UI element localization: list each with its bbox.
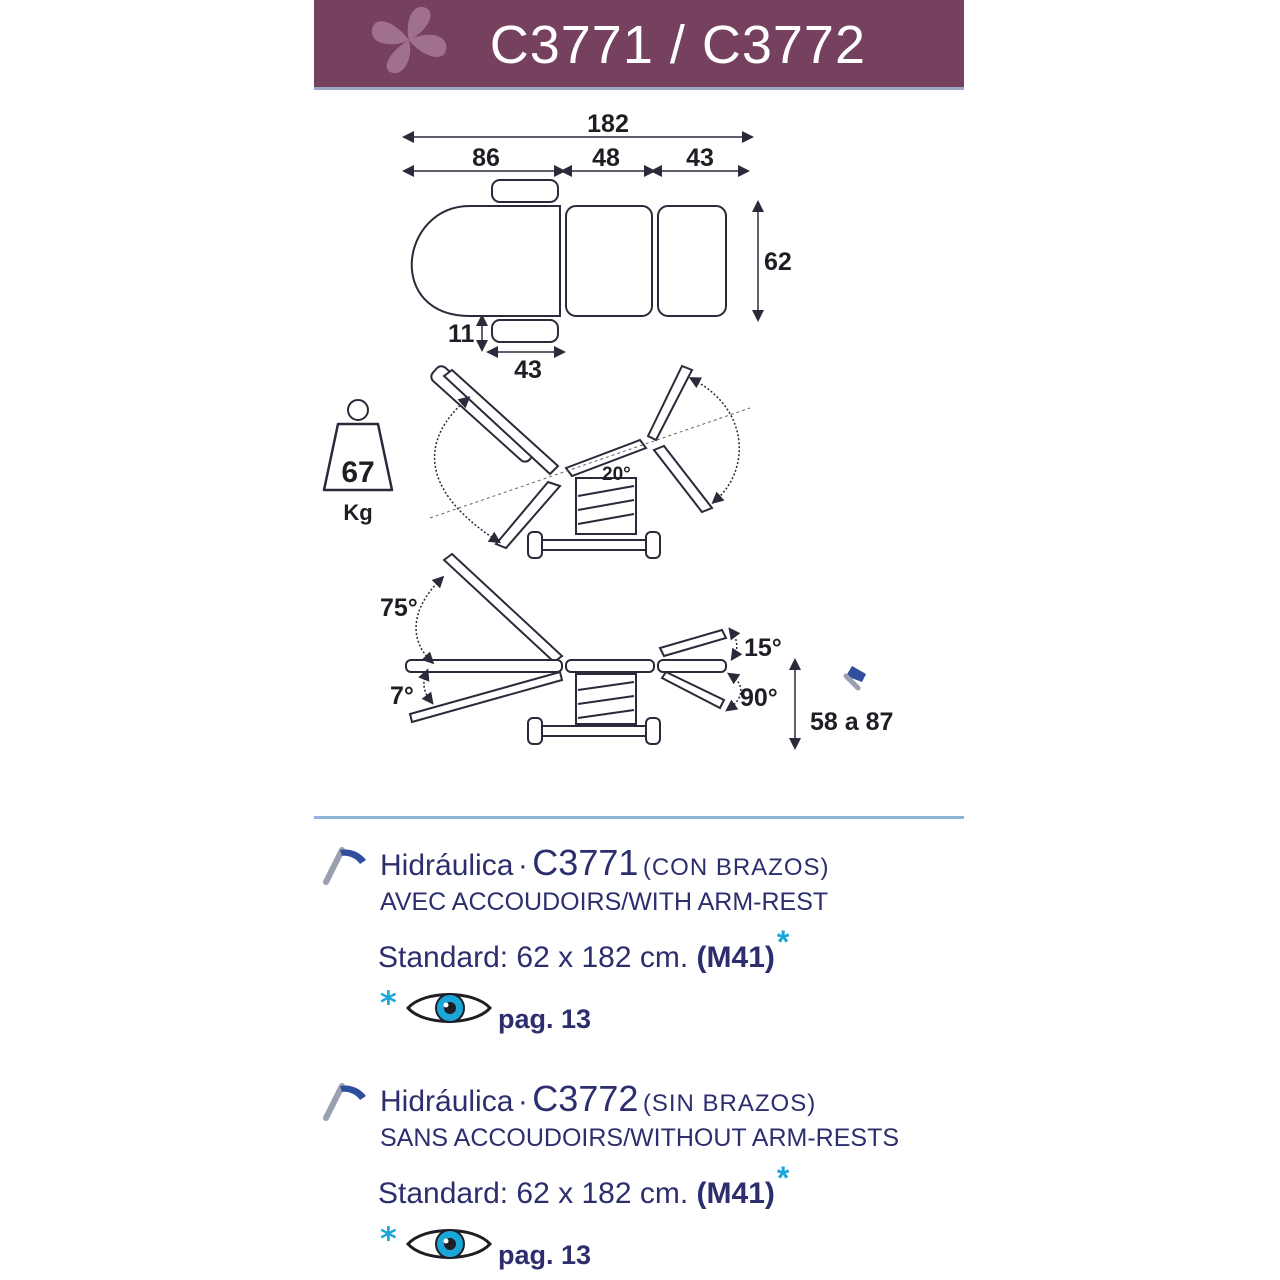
product-type: Hidráulica [380, 849, 514, 882]
asterisk-icon: * [776, 1160, 790, 1196]
hydraulic-badge-icon [323, 1083, 366, 1121]
dim-leg-section: 43 [686, 144, 714, 172]
page-title: C3771 / C3772 [489, 15, 866, 75]
angle-seat-tilt: 20° [602, 464, 631, 485]
product-separator: · [517, 1085, 528, 1118]
dim-width: 62 [764, 248, 792, 276]
dim-armrest-width: 11 [448, 320, 475, 348]
product-translation: AVEC ACCOUDOIRS/WITH ARM-REST [380, 888, 829, 916]
standard-size: Standard: 62 x 182 cm. [378, 1177, 689, 1210]
product-type: Hidráulica [380, 1085, 514, 1118]
dim-armrest-length: 43 [514, 356, 542, 384]
product-note: (CON BRAZOS) [642, 854, 830, 881]
product-heading: Hidráulica · C3772 (SIN BRAZOS) [380, 1078, 816, 1120]
product-separator: · [517, 849, 528, 882]
table-diagram: 67 Kg 182 86 48 43 62 11 43 20° 75° 7° 1… [322, 110, 893, 750]
dim-height-range: 58 a 87 [810, 708, 893, 736]
product-note: (SIN BRAZOS) [642, 1090, 817, 1117]
weight-unit: Kg [343, 500, 372, 525]
standard-size: Standard: 62 x 182 cm. [378, 941, 689, 974]
weight-value: 67 [341, 456, 374, 489]
product-translation: SANS ACCOUDOIRS/WITHOUT ARM-RESTS [380, 1124, 900, 1152]
product-heading: Hidráulica · C3771 (CON BRAZOS) [380, 842, 830, 884]
standard-model: (M41) [696, 1177, 775, 1210]
standard-model: (M41) [696, 941, 775, 974]
section-divider [314, 816, 964, 819]
angle-backrest-down: 7° [390, 682, 414, 710]
dim-total-length: 182 [587, 110, 629, 138]
eye-icon [405, 993, 493, 1023]
side-view-positions [405, 552, 743, 745]
dimension-lines [402, 131, 801, 750]
header-banner: C3771 / C3772 [314, 0, 964, 90]
product-code: C3772 [532, 1078, 639, 1119]
weight-icon [322, 399, 394, 492]
page-number: pag. 13 [498, 1004, 592, 1034]
product-standard: Standard: 62 x 182 cm. (M41)* [378, 1160, 789, 1211]
side-view-tilt [429, 364, 751, 559]
asterisk-icon: * [380, 984, 397, 1022]
dim-seat-section: 48 [592, 144, 620, 172]
eye-icon [405, 1229, 493, 1259]
asterisk-icon: * [776, 924, 790, 960]
asterisk-icon: * [380, 1220, 397, 1258]
product-code: C3771 [532, 842, 639, 883]
hydraulic-badge-icon [323, 847, 366, 885]
flower-logo-icon [371, 6, 447, 74]
top-view [410, 179, 727, 343]
angle-backrest-up: 75° [380, 594, 418, 622]
height-adjust-icon [843, 666, 866, 691]
page-number: pag. 13 [498, 1240, 592, 1270]
product-standard: Standard: 62 x 182 cm. (M41)* [378, 924, 789, 975]
dim-head-section: 86 [472, 144, 500, 172]
angle-leg-down: 90° [740, 684, 778, 712]
angle-leg-up: 15° [744, 634, 782, 662]
